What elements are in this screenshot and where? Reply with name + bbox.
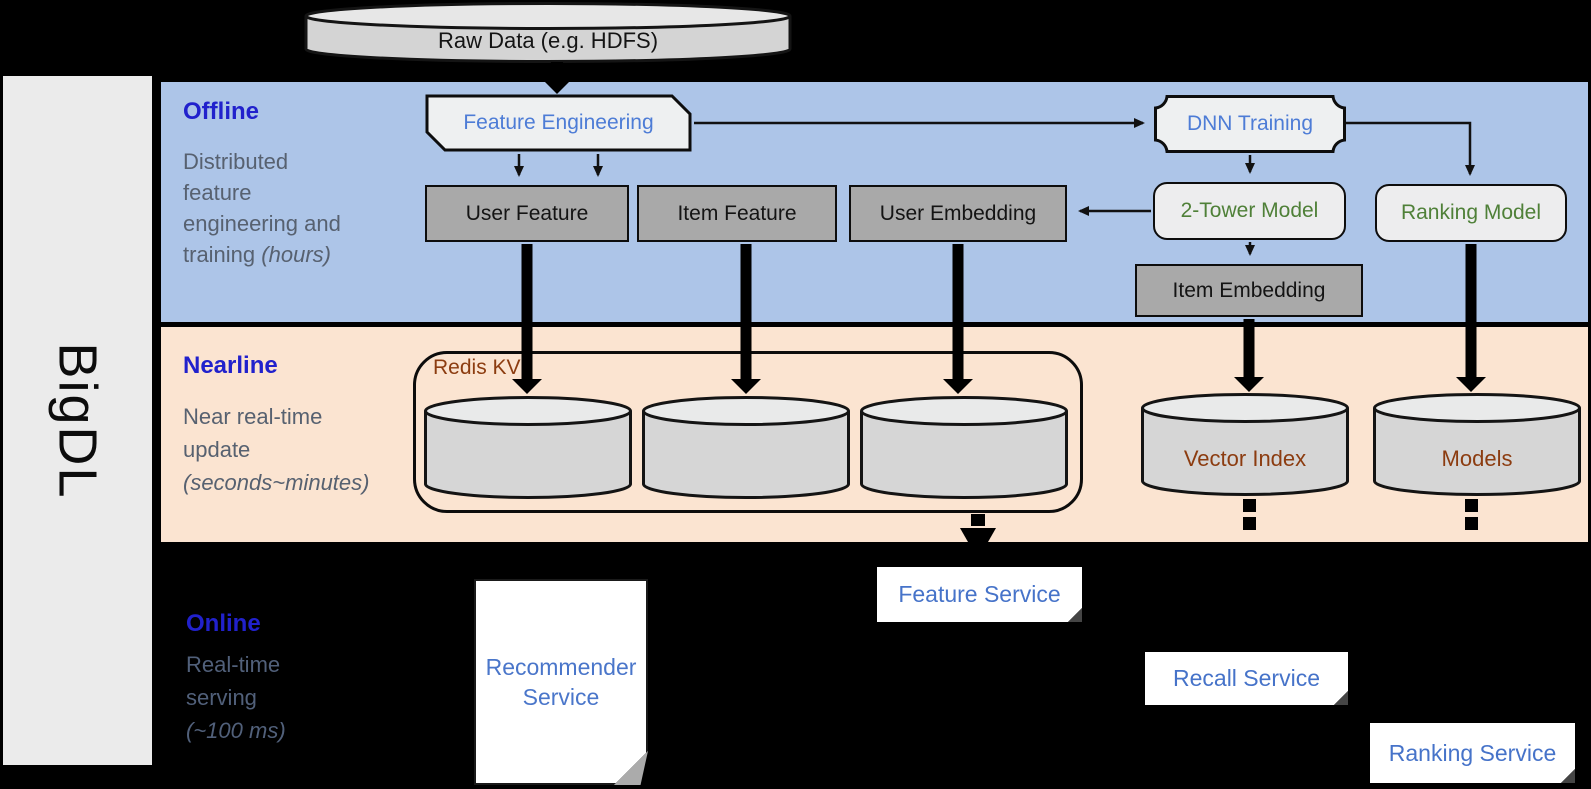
feature-engineering-label: Feature Engineering [463, 111, 654, 134]
models-label: Models [1441, 445, 1513, 471]
offline-desc-line2: feature [183, 180, 252, 205]
user-embedding-label: User Embedding [879, 201, 1037, 225]
dnn-training-node: DNN Training [1154, 95, 1346, 153]
models-store: Models [1372, 392, 1582, 497]
feature-service-label: Feature Service [898, 581, 1061, 607]
database-cylinder-icon [860, 396, 1068, 499]
item-feature-label: Item Feature [677, 201, 797, 225]
nearline-desc-line3: (seconds~minutes) [183, 470, 370, 495]
vector-index-store: Vector Index [1140, 392, 1350, 497]
offline-desc-line3: engineering and [183, 211, 341, 236]
ranking-model-node: Ranking Model [1375, 184, 1567, 242]
offline-desc-line1: Distributed [183, 149, 289, 174]
redis-shard-cylinder-3 [859, 395, 1069, 500]
online-lane-title: Online [186, 610, 261, 637]
raw-data-store: Raw Data (e.g. HDFS) [303, 2, 793, 64]
process-shape [425, 94, 692, 152]
nearline-lane-description: Near real-time update (seconds~minutes) [183, 400, 369, 499]
user-feature-node: User Feature [425, 185, 629, 242]
database-cylinder-icon [1373, 393, 1581, 496]
feature-service-node: Feature Service [877, 567, 1082, 622]
dnn-training-label: DNN Training [1186, 112, 1314, 135]
online-desc-line1: Real-time [186, 652, 281, 677]
item-embedding-node: Item Embedding [1135, 264, 1363, 317]
user-feature-label: User Feature [465, 201, 589, 225]
redis-shard-cylinder-2 [641, 395, 851, 500]
two-tower-model-label: 2-Tower Model [1180, 199, 1319, 222]
online-desc-line3: (~100 ms) [186, 718, 286, 743]
offline-lane-title: Offline [183, 98, 259, 125]
online-desc-line2: serving [186, 685, 257, 710]
offline-desc-line4: training (hours) [183, 242, 331, 267]
item-feature-node: Item Feature [637, 185, 837, 242]
raw-data-label: Raw Data (e.g. HDFS) [437, 28, 659, 53]
user-embedding-node: User Embedding [849, 185, 1067, 242]
nearline-desc-line1: Near real-time [183, 404, 323, 429]
ranking-service-label: Ranking Service [1388, 739, 1557, 766]
two-tower-model-node: 2-Tower Model [1153, 182, 1346, 240]
database-cylinder-icon [1141, 393, 1349, 496]
redis-shard-cylinder-1 [423, 395, 633, 500]
database-cylinder-icon [304, 2, 792, 63]
bigdl-logo-text: BigDL [47, 341, 108, 500]
nearline-lane-title: Nearline [183, 352, 278, 379]
ranking-service-node: Ranking Service [1370, 723, 1575, 783]
nearline-desc-line2: update [183, 437, 251, 462]
recommender-service-label: Recommender Service [485, 654, 637, 710]
plaque-shape [1154, 95, 1346, 153]
offline-lane-description: Distributed feature engineering and trai… [183, 146, 341, 270]
bigdl-sidebar: BigDL [3, 76, 152, 765]
redis-kv-label: Redis KV [433, 356, 521, 379]
recommender-service-node: Recommender Service [474, 579, 648, 785]
database-cylinder-icon [642, 396, 850, 499]
recall-service-label: Recall Service [1173, 665, 1320, 691]
online-lane-description: Real-time serving (~100 ms) [186, 648, 286, 747]
vector-index-label: Vector Index [1183, 445, 1307, 471]
database-cylinder-icon [424, 396, 632, 499]
item-embedding-label: Item Embedding [1172, 278, 1326, 302]
recall-service-node: Recall Service [1145, 652, 1348, 705]
feature-engineering-node: Feature Engineering [425, 94, 692, 152]
ranking-model-label: Ranking Model [1400, 201, 1542, 224]
